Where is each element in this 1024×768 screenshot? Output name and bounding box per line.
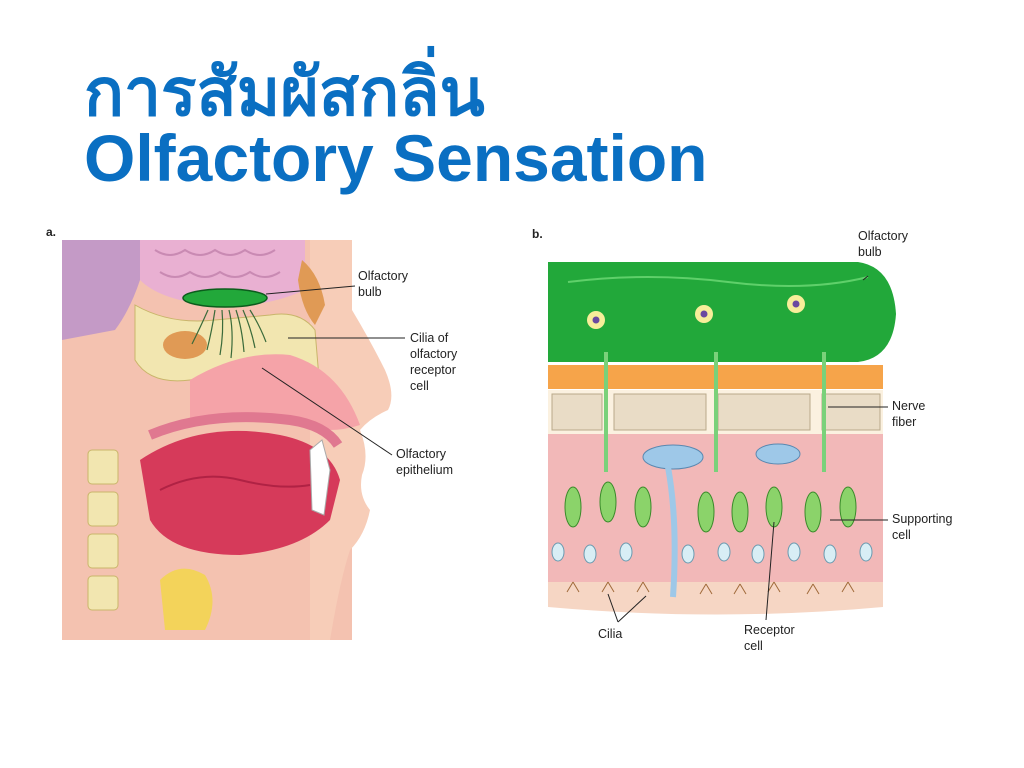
- mitral-cells: [587, 295, 805, 329]
- mucus-layer: [548, 582, 883, 615]
- cilia-fibers: [191, 309, 267, 359]
- tongue: [140, 430, 340, 555]
- brain-folds: [154, 248, 281, 278]
- figure-a-nasal-cavity: a. Olfactory bulb Cilia of olfact: [40, 220, 490, 650]
- palate: [148, 412, 343, 448]
- label-supporting-cell: Supporting cell: [892, 512, 956, 542]
- olfactory-bulb-a: [182, 288, 268, 308]
- bone-blocks: [551, 393, 881, 431]
- sinus: [163, 331, 207, 359]
- bulb-highlight: [567, 276, 869, 287]
- leader-cilia-b-1: [607, 593, 619, 623]
- gland-b-2: [755, 443, 801, 465]
- label-nerve-fiber: Nerve fiber: [892, 399, 929, 429]
- label-cilia-b: Cilia: [598, 627, 622, 641]
- label-receptor-cell: Receptor cell: [744, 623, 798, 653]
- label-olfactory-bulb-a: Olfactory bulb: [358, 269, 412, 299]
- figure-a-illustration: a. Olfactory bulb Cilia of olfact: [46, 225, 461, 640]
- frontal-sinus: [298, 260, 325, 325]
- nerve-fibers: [604, 352, 826, 472]
- leader-cilia-b-2: [617, 595, 647, 623]
- label-cilia-a: Cilia of olfactory receptor cell: [410, 331, 461, 393]
- leader-bulb-b: [862, 275, 869, 281]
- nasal-cavity: [190, 354, 360, 430]
- spine: [87, 449, 119, 611]
- gland-duct: [665, 466, 678, 598]
- leader-bulb-a: [265, 285, 356, 295]
- panel-a-letter: a.: [46, 225, 56, 239]
- surface-cilia: [566, 581, 855, 595]
- leader-epithelium-a: [261, 367, 393, 456]
- figure-b-illustration: b.: [532, 227, 956, 653]
- olfactory-bulb-b: [548, 262, 896, 362]
- supporting-cells: [551, 542, 873, 564]
- label-olfactory-bulb-b: Olfactory bulb: [858, 229, 912, 259]
- gland: [160, 568, 213, 630]
- panel-b-letter: b.: [532, 227, 543, 241]
- figure-b-olfactory-epithelium: b.: [528, 222, 974, 658]
- tongue-folds: [159, 475, 311, 491]
- teeth: [309, 439, 331, 516]
- face-profile: [310, 240, 392, 640]
- skull-back: [62, 240, 140, 340]
- leader-receptor-cell: [765, 521, 775, 621]
- gland-b: [642, 444, 704, 470]
- receptor-cells: [564, 481, 857, 533]
- slide-title-thai: การสัมผัสกลิ่น: [84, 54, 485, 131]
- slide-title-english: Olfactory Sensation: [84, 121, 708, 195]
- label-olfactory-epithelium-a: Olfactory epithelium: [396, 447, 453, 477]
